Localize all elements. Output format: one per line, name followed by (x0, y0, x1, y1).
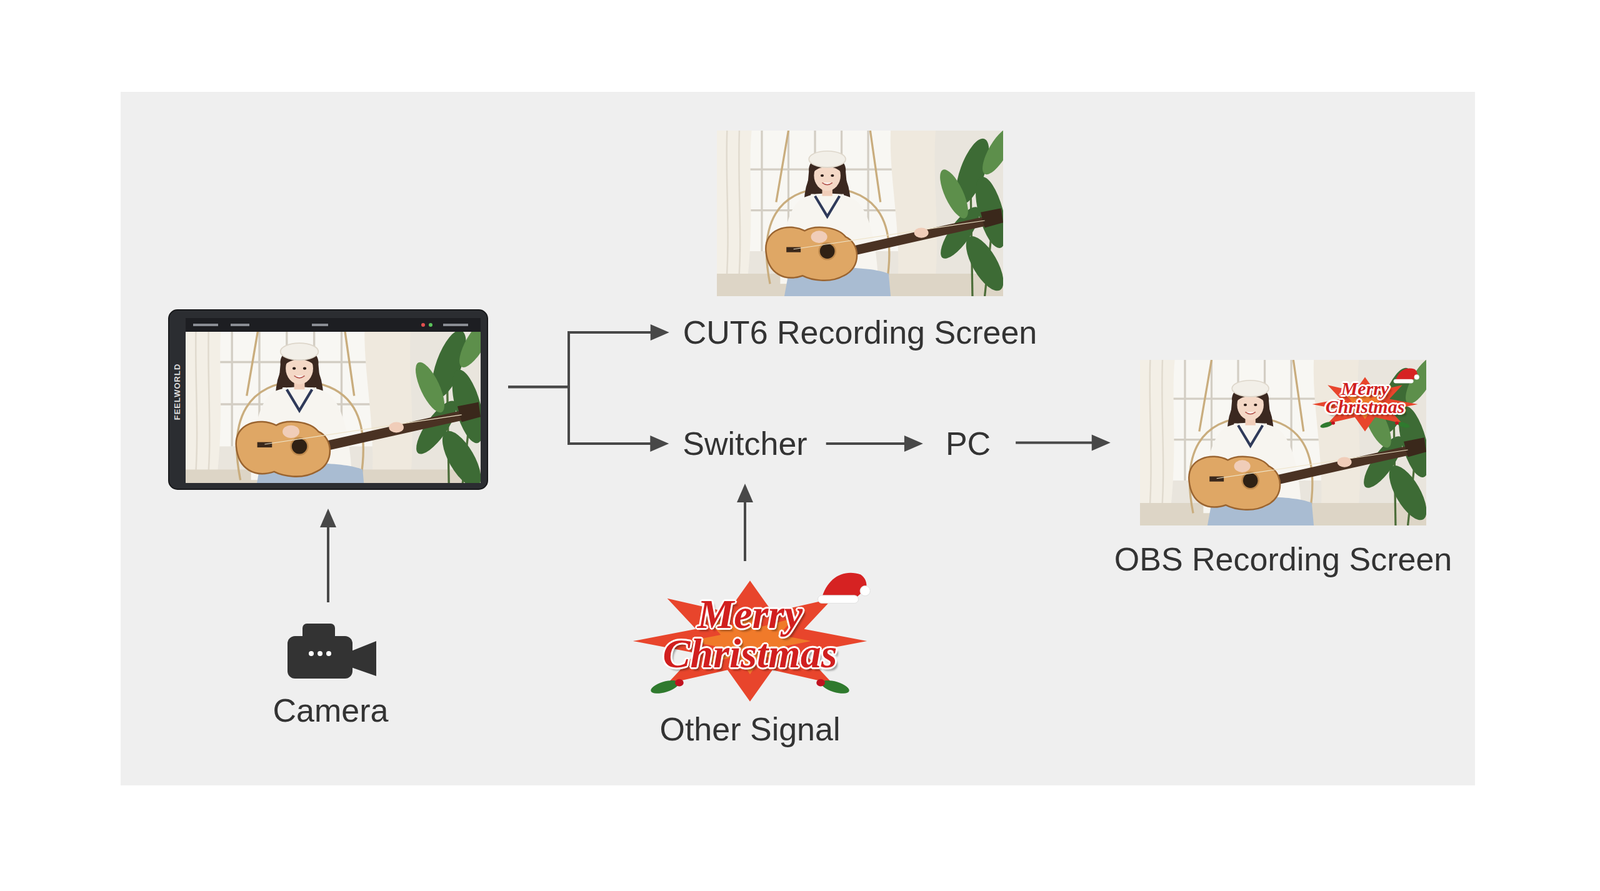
device-label: PC (945, 425, 991, 463)
camcorder-symbol (283, 612, 378, 682)
diagram-node: Merry ChristmasOther Signal (628, 566, 872, 749)
holiday-graphic: Merry Christmas (628, 566, 872, 705)
connector-line (826, 442, 906, 445)
graphic-text: Merry Christmas (643, 566, 857, 674)
connector-line (1015, 441, 1094, 445)
overlay-graphic: Merry Christmas (1310, 367, 1420, 433)
arrow-head (736, 483, 754, 503)
flow-arrow (736, 483, 754, 562)
flow-arrow (826, 435, 924, 452)
screen-caption: OBS Recording Screen (1114, 540, 1453, 579)
screen-caption: CUT6 Recording Screen (683, 313, 1037, 352)
camera-icon (283, 612, 378, 682)
diagram-node: PC (945, 425, 991, 463)
arrow-head (904, 435, 924, 452)
flow-arrow (1015, 435, 1111, 452)
screen-capture (716, 130, 1004, 297)
santa-hat (1392, 365, 1420, 385)
diagram-node: Merry ChristmasOBS Recording Screen (1114, 360, 1453, 579)
flow-arrow (508, 324, 670, 387)
diagram-node: Switcher (682, 425, 807, 463)
connector-line (743, 501, 747, 562)
arrow-head (650, 435, 669, 452)
flow-arrow (320, 508, 337, 603)
arrow-head (320, 508, 337, 528)
diagram-node: Camera (273, 612, 389, 730)
screen-capture: Merry Christmas (1140, 360, 1427, 526)
video-frame (716, 130, 1004, 297)
overlay-text: Merry Christmas (1315, 367, 1415, 416)
source-label: Other Signal (659, 710, 840, 749)
brand-logo: FEELWORLD (172, 363, 182, 421)
arrow-head (1091, 435, 1111, 452)
device-label: Switcher (682, 425, 807, 463)
santa-hat (815, 566, 872, 606)
connector-line (508, 332, 652, 387)
source-label: Camera (273, 691, 389, 730)
diagram-node: FEELWORLD (168, 309, 489, 490)
diagram-node: CUT6 Recording Screen (683, 130, 1037, 352)
flow-arrow (508, 386, 669, 452)
connector-line (326, 526, 330, 603)
field-monitor (168, 309, 489, 490)
connector-line (508, 386, 652, 444)
arrow-head (650, 324, 670, 341)
